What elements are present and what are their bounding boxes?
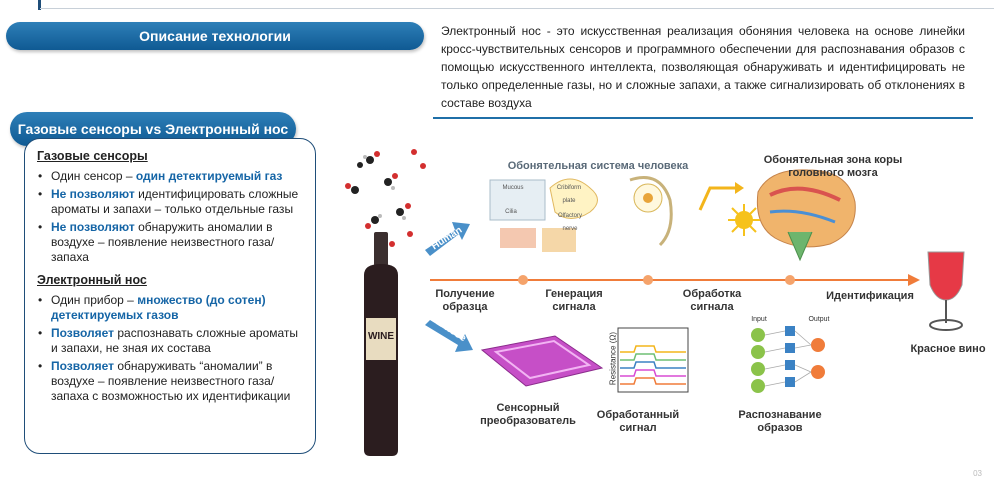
list-item: Позволяет распознавать сложные ароматы и… bbox=[37, 326, 305, 356]
comparison-panel: Газовые сенсоры Один сенсор – один детек… bbox=[24, 138, 316, 454]
resistance-chart-icon bbox=[617, 327, 689, 393]
enose-title: Электронный нос bbox=[37, 273, 147, 287]
list-item: Не позволяют идентифицировать сложные ар… bbox=[37, 187, 305, 217]
header-accent bbox=[38, 0, 41, 10]
yellow-arrow bbox=[698, 182, 744, 211]
bullet-highlight: Не позволяют bbox=[51, 220, 135, 234]
enose-list: Один прибор – множество (до сотен) детек… bbox=[37, 293, 305, 404]
bullet-text: обнаруживать “аномалии” в воздухе – появ… bbox=[51, 359, 291, 403]
bullet-highlight: множество (до сотен) детектируемых газов bbox=[51, 293, 266, 322]
bullet-highlight: Позволяет bbox=[51, 359, 115, 373]
gas-sensors-list: Один сенсор – один детектируемый газ Не … bbox=[37, 169, 305, 265]
sensor-label: Сенсорный преобразователь bbox=[480, 402, 576, 427]
wine-bottle-label: WINE bbox=[367, 331, 395, 342]
red-wine-label: Красное вино bbox=[910, 343, 986, 355]
diagram-graphics bbox=[345, 149, 965, 456]
olfactory-system-icon bbox=[489, 176, 673, 252]
step-sampling-label: Получение образца bbox=[435, 288, 495, 313]
bullet-text: обнаружить аномалии в воздухе – появлени… bbox=[51, 220, 275, 264]
step-processing-label: Обработка сигнала bbox=[682, 288, 742, 313]
gas-molecules-icon bbox=[345, 149, 426, 247]
nn-input-label: Input bbox=[751, 316, 767, 323]
wine-glass-icon bbox=[927, 251, 965, 331]
olfactory-nerve-label: Olfactory nerve bbox=[557, 213, 582, 232]
step-identification-label: Идентификация bbox=[826, 290, 914, 302]
gas-sensors-title: Газовые сенсоры bbox=[37, 149, 148, 163]
bullet-text: распознавать сложные ароматы и запахи, н… bbox=[51, 326, 299, 355]
step-generation-label: Генерация сигнала bbox=[545, 288, 603, 313]
bullet-highlight: один детектируемый газ bbox=[135, 169, 283, 183]
list-item: Один прибор – множество (до сотен) детек… bbox=[37, 293, 305, 323]
neural-network-icon bbox=[751, 326, 825, 393]
enose-arrow bbox=[425, 320, 473, 352]
header-rule bbox=[40, 8, 994, 9]
neuron-spark-icon bbox=[728, 204, 760, 236]
list-item: Не позволяют обнаружить аномалии в возду… bbox=[37, 220, 305, 265]
cribiform-label: Cribiform plate bbox=[556, 185, 582, 204]
technology-description-text: Электронный нос - это искусственная реал… bbox=[433, 12, 973, 119]
page-number: 03 bbox=[973, 469, 982, 478]
list-item: Один сенсор – один детектируемый газ bbox=[37, 169, 305, 184]
resistance-axis-label: Resistance (Ω) bbox=[608, 331, 618, 386]
processed-signal-label: Обработанный сигнал bbox=[596, 409, 680, 434]
technology-description-pill: Описание технологии bbox=[6, 22, 424, 50]
human-system-label: Обонятельная система человека bbox=[507, 160, 689, 172]
bullet-highlight: Позволяет bbox=[51, 326, 115, 340]
cortex-label: Обонятельная зона коры головного мозга bbox=[763, 154, 903, 179]
mucous-label: Mucous bbox=[502, 185, 524, 191]
bullet-text: Один прибор – bbox=[51, 293, 138, 307]
enose-process-diagram: Обонятельная система человека Обонятельн… bbox=[330, 140, 994, 460]
bullet-text: Один сенсор – bbox=[51, 169, 136, 183]
bullet-highlight: Не позволяют bbox=[51, 187, 135, 201]
brain-icon bbox=[756, 169, 856, 262]
nn-output-label: Output bbox=[808, 316, 830, 323]
list-item: Позволяет обнаруживать “аномалии” в возд… bbox=[37, 359, 305, 404]
sensor-chip-icon bbox=[480, 335, 604, 387]
human-arrow bbox=[425, 222, 470, 256]
cilia-label: Cilia bbox=[505, 209, 517, 215]
wine-bottle-icon bbox=[364, 232, 398, 456]
bullet-text: идентифицировать сложные ароматы и запах… bbox=[51, 187, 299, 216]
recognition-label: Распознавание образов bbox=[738, 409, 822, 434]
process-flow-line bbox=[430, 274, 920, 286]
